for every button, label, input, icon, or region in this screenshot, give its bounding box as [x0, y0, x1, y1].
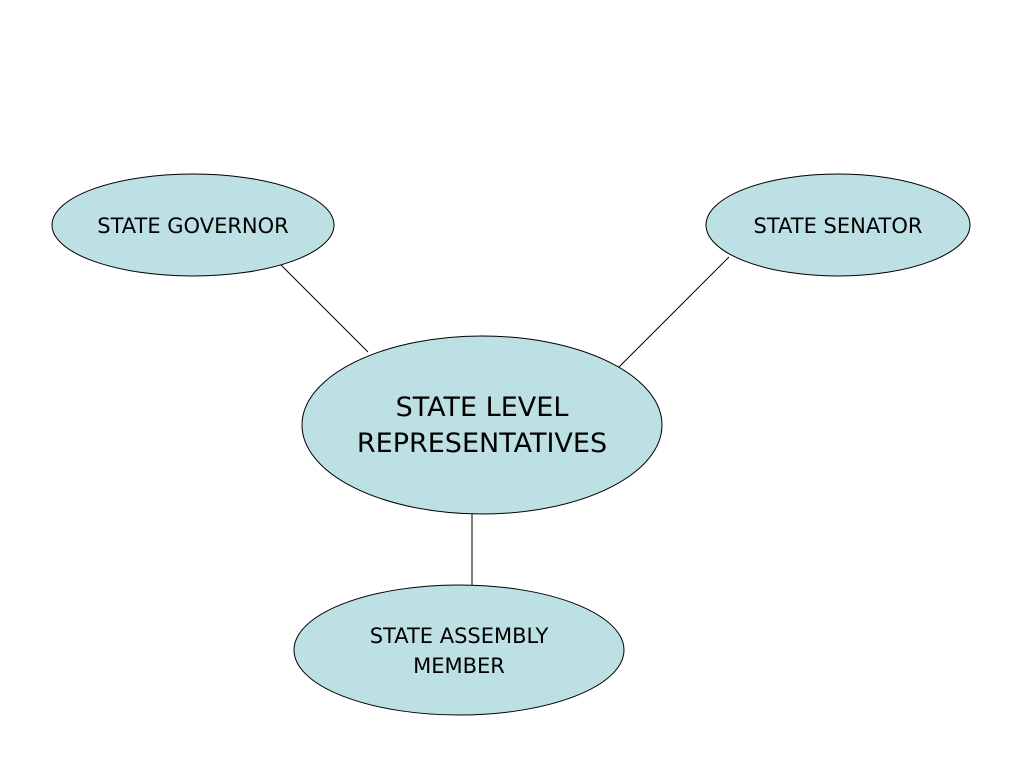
connector-senator	[618, 256, 730, 368]
node-assembly-label-line1: STATE ASSEMBLY	[370, 624, 549, 648]
node-state-senator-shape	[705, 173, 971, 277]
node-state-assembly-member-shape	[293, 584, 625, 716]
node-state-governor: STATE GOVERNOR	[51, 173, 335, 277]
node-state-senator: STATE SENATOR	[705, 173, 971, 277]
connector-governor	[278, 262, 369, 353]
node-center-label-line2: REPRESENTATIVES	[357, 428, 607, 459]
node-state-assembly-member: STATE ASSEMBLY MEMBER	[293, 584, 625, 716]
node-state-governor-label: STATE GOVERNOR	[97, 214, 289, 238]
node-state-level-representatives: STATE LEVEL REPRESENTATIVES	[301, 335, 663, 515]
node-state-governor-shape	[51, 173, 335, 277]
node-state-level-representatives-shape	[301, 335, 663, 515]
node-center-label-line1: STATE LEVEL	[396, 392, 569, 423]
node-state-senator-label: STATE SENATOR	[753, 214, 922, 238]
node-assembly-label-line2: MEMBER	[413, 654, 505, 678]
